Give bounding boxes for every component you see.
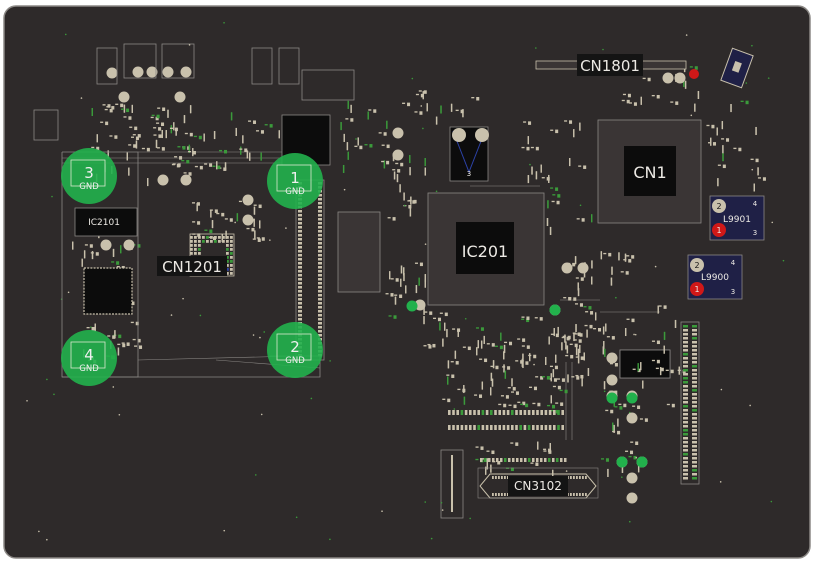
top-connector-1 bbox=[123, 43, 157, 79]
ic201-label: IC201 bbox=[462, 242, 508, 261]
l9900-pin-4: 4 bbox=[731, 259, 736, 267]
mosfet-pad-a bbox=[452, 128, 466, 142]
l9901-label: L9901 bbox=[723, 215, 751, 225]
cn1801-label: CN1801 bbox=[580, 57, 640, 75]
passive-cluster-2 bbox=[191, 200, 265, 243]
mount-hole-pad bbox=[267, 153, 323, 209]
mount-hole-net: GND bbox=[79, 364, 99, 374]
top-connector-3 bbox=[251, 47, 273, 85]
cn1201-label-bg bbox=[157, 256, 227, 276]
mount-hole-frame bbox=[276, 164, 312, 192]
cn1801-label-bg bbox=[577, 54, 643, 76]
hdmi-outline bbox=[301, 69, 355, 101]
through-hole-pads bbox=[100, 66, 699, 504]
mount-hole-pad bbox=[61, 148, 117, 204]
pad-row-b bbox=[448, 425, 564, 430]
pad-row-a bbox=[448, 410, 564, 415]
cpu-chip bbox=[83, 267, 133, 315]
mount-hole-number: 1 bbox=[290, 169, 300, 187]
mount-hole-net: GND bbox=[79, 182, 99, 192]
ic201-die bbox=[456, 222, 514, 274]
flex-slot bbox=[440, 449, 464, 519]
passive-cluster-3 bbox=[340, 100, 390, 173]
mount-hole-frame bbox=[70, 159, 106, 187]
left-part-outline bbox=[33, 109, 59, 141]
red-pin-marker bbox=[689, 69, 699, 79]
cn3102-label: CN3102 bbox=[514, 479, 562, 493]
component-layer bbox=[26, 21, 785, 541]
l9901-pad-1 bbox=[712, 223, 726, 237]
mount-hole-number: 3 bbox=[84, 164, 94, 182]
mount-hole-net: GND bbox=[285, 187, 305, 197]
l9900-pad-1 bbox=[690, 282, 704, 296]
passive-cluster-8 bbox=[423, 312, 578, 370]
passive-cluster-15 bbox=[561, 323, 615, 357]
l9901-pin-3: 3 bbox=[753, 229, 757, 237]
top-connector-2 bbox=[161, 43, 195, 79]
mosfet-pad-b bbox=[475, 128, 489, 142]
l9901-pin-1: 1 bbox=[716, 226, 721, 235]
passive-cluster-16 bbox=[402, 90, 480, 125]
passive-cluster-11 bbox=[706, 100, 766, 192]
mount-hole-net: GND bbox=[285, 356, 305, 366]
l9901-pin-4: 4 bbox=[753, 200, 758, 208]
cn3102-label-bg bbox=[508, 476, 568, 496]
ic2101-chip bbox=[74, 207, 138, 237]
passive-cluster-13 bbox=[442, 370, 565, 414]
trace-layer bbox=[33, 69, 671, 519]
passive-cluster-1 bbox=[151, 112, 295, 171]
mount-hole-frame bbox=[276, 333, 312, 361]
mount-hole-pad bbox=[267, 322, 323, 378]
mount-hole-frame bbox=[70, 341, 106, 369]
ic2101-label: IC2101 bbox=[88, 218, 120, 228]
cn3102-frame bbox=[477, 467, 599, 499]
l9900-pin-2: 2 bbox=[694, 261, 699, 270]
cn1-label: CN1 bbox=[633, 163, 666, 182]
passive-cluster-9 bbox=[486, 332, 590, 394]
mosfet-outline bbox=[452, 130, 486, 174]
l9900-pin-3: 3 bbox=[731, 288, 735, 296]
memory-bga bbox=[337, 211, 381, 293]
l9901-pad-2 bbox=[712, 199, 726, 213]
top-connector-4 bbox=[278, 47, 300, 85]
top-connector-0 bbox=[96, 47, 118, 85]
l9900-label: L9900 bbox=[701, 273, 729, 283]
cn1-die bbox=[624, 146, 676, 196]
mount-hole-pad bbox=[61, 330, 117, 386]
pad-row-c bbox=[480, 458, 567, 462]
top-right-diode bbox=[720, 47, 754, 89]
mount-hole-number: 2 bbox=[290, 338, 300, 356]
l9901-pin-2: 2 bbox=[716, 202, 721, 211]
cn1201-label: CN1201 bbox=[162, 258, 222, 276]
mosfet-pin-3: 3 bbox=[467, 170, 471, 178]
l9900-pad-2 bbox=[690, 258, 704, 272]
passive-cluster-6 bbox=[521, 120, 593, 235]
mount-hole-number: 4 bbox=[84, 346, 94, 364]
passive-cluster-5 bbox=[385, 262, 438, 325]
l9900-pin-1: 1 bbox=[694, 285, 699, 294]
power-ic-body bbox=[619, 349, 671, 379]
